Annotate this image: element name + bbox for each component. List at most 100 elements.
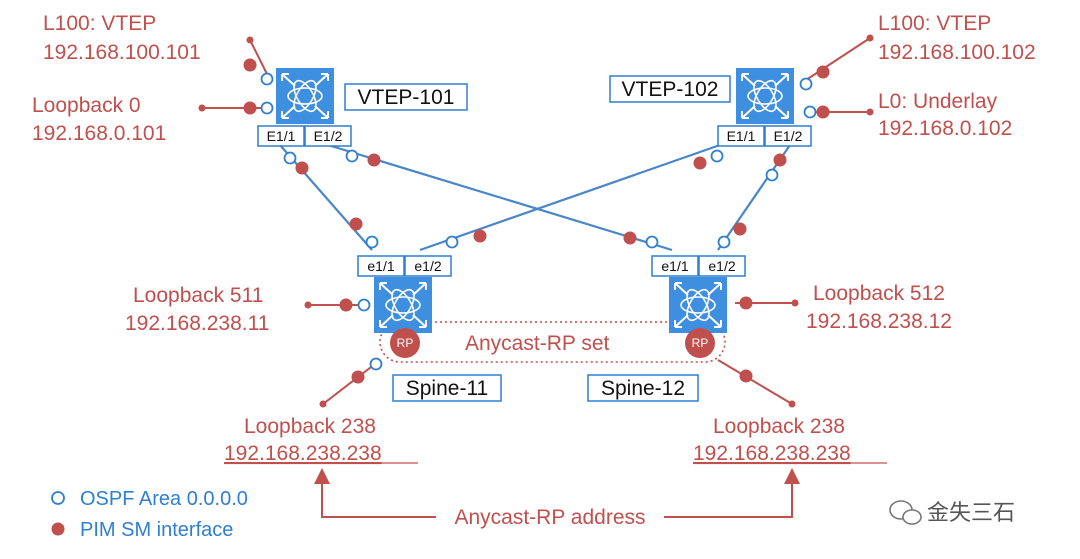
loopback-stubs	[202, 37, 871, 405]
legend-pim-marker	[51, 522, 65, 536]
pim-marker	[816, 105, 830, 119]
vtep101-port-e12: E1/2	[314, 128, 343, 144]
spine11-name-box	[392, 374, 502, 402]
vtep101-l100-label: L100: VTEP	[43, 12, 156, 35]
anycast-address-bracket-right	[664, 468, 800, 518]
anycast-address-bracket-left	[314, 468, 436, 518]
stub-end	[246, 36, 254, 44]
spine12-port-e11-box	[651, 255, 699, 277]
spine12-port-e12-box	[698, 255, 746, 277]
spine12-name: Spine-12	[601, 377, 685, 400]
vtep101-lo0-label: Loopback 0	[32, 94, 141, 117]
vtep101-port-e12-box	[304, 125, 352, 147]
vtep102-port-e11-box	[717, 125, 765, 147]
pim-marker	[816, 65, 830, 79]
anycast-rp-set-label: Anycast-RP set	[465, 332, 609, 355]
vtep102-port-e12-box	[764, 125, 812, 147]
stub-vtep102-l100	[802, 37, 871, 83]
spine11-port-e11-box	[357, 255, 405, 277]
pim-marker	[351, 370, 365, 384]
ospf-marker	[765, 168, 779, 182]
wechat-icon	[889, 500, 922, 525]
vtep101-name-box	[344, 83, 468, 111]
spine11-name: Spine-11	[406, 377, 489, 400]
ospf-marker	[365, 235, 379, 249]
spine11-port-e12-box	[404, 255, 452, 277]
spine12-lo238-ip: 192.168.238.238	[693, 442, 851, 465]
spine12-switch-icon	[668, 276, 728, 334]
ospf-marker	[260, 101, 274, 115]
pim-marker	[473, 229, 487, 243]
stub-end	[304, 301, 312, 309]
stub-spine12-lo238	[717, 359, 793, 405]
spine12-lo512-label: Loopback 512	[813, 282, 945, 305]
spine12-lo238-label: Loopback 238	[713, 415, 845, 438]
vtep101-switch-icon	[275, 67, 335, 125]
pim-markers	[51, 34, 874, 536]
spine11-rp-badge	[390, 328, 420, 358]
pim-marker	[739, 369, 753, 383]
watermark-text: 金失三石	[927, 501, 1015, 526]
spine12-lo512-ip: 192.168.238.12	[806, 310, 952, 333]
spine11-rp-label: RP	[397, 336, 414, 350]
spine12-rp-label: RP	[692, 336, 709, 350]
stub-end	[319, 400, 327, 408]
spine11-lo238-label: Loopback 238	[244, 415, 376, 438]
ospf-marker	[799, 77, 813, 91]
pim-marker	[733, 222, 747, 236]
anycast-rp-address-label: Anycast-RP address	[454, 506, 645, 529]
ospf-marker	[445, 235, 459, 249]
vtep101-name: VTEP-101	[358, 86, 455, 109]
vtep102-l0-ip: 192.168.0.102	[878, 117, 1012, 140]
vtep102-name-box	[609, 75, 731, 103]
stub-end	[791, 299, 799, 307]
pim-marker	[243, 58, 257, 72]
spine11-lo238-ip: 192.168.238.238	[224, 442, 382, 465]
anycast-rp-set-outline	[379, 321, 726, 363]
stub-spine11-lo238	[322, 363, 376, 405]
vtep101-port-e11-box	[257, 125, 305, 147]
legend-ospf-marker	[51, 491, 65, 505]
link-vtep101-spine11	[279, 144, 373, 251]
ospf-marker	[345, 149, 359, 163]
spine12-port-e12: e1/2	[708, 258, 735, 274]
vtep101-l100-ip: 192.168.100.101	[43, 41, 201, 64]
pim-marker	[367, 153, 381, 167]
vtep102-l100-label: L100: VTEP	[878, 12, 991, 35]
spine11-lo511-label: Loopback 511	[133, 284, 263, 307]
ospf-marker	[283, 151, 297, 165]
vtep101-port-e11: E1/1	[267, 128, 296, 144]
legend-pim-label: PIM SM interface	[80, 519, 233, 541]
spine12-port-e11: e1/1	[661, 258, 688, 274]
stub-end	[866, 34, 874, 42]
spine12-name-box	[587, 374, 699, 402]
spine11-switch-icon	[373, 276, 433, 334]
link-vtep102-spine11	[419, 143, 721, 252]
legend-ospf-label: OSPF Area 0.0.0.0	[80, 488, 248, 510]
vtep102-port-e12: E1/2	[774, 128, 803, 144]
ospf-marker	[645, 235, 659, 249]
vtep102-switch-icon	[735, 67, 795, 125]
pim-marker	[243, 101, 257, 115]
stub-end	[788, 400, 796, 408]
pim-marker	[295, 161, 309, 175]
spine12-rp-badge	[685, 328, 715, 358]
vtep101-lo0-ip: 192.168.0.101	[32, 122, 166, 145]
stub-end	[198, 104, 206, 112]
spine11-port-e12: e1/2	[414, 258, 441, 274]
pim-marker	[339, 298, 353, 312]
vtep102-name: VTEP-102	[622, 78, 719, 101]
ospf-marker	[710, 149, 724, 163]
port-boxes	[257, 125, 812, 277]
ospf-marker	[803, 105, 817, 119]
spine11-lo511-ip: 192.168.238.11	[125, 312, 269, 335]
pim-marker	[623, 231, 637, 245]
pim-marker	[739, 296, 753, 310]
pim-marker	[773, 153, 787, 167]
ospf-marker	[357, 298, 371, 312]
stub-end	[866, 108, 874, 116]
pim-marker	[349, 217, 363, 231]
ospf-markers	[51, 72, 817, 505]
vtep102-l0-label: L0: Underlay	[878, 90, 998, 113]
